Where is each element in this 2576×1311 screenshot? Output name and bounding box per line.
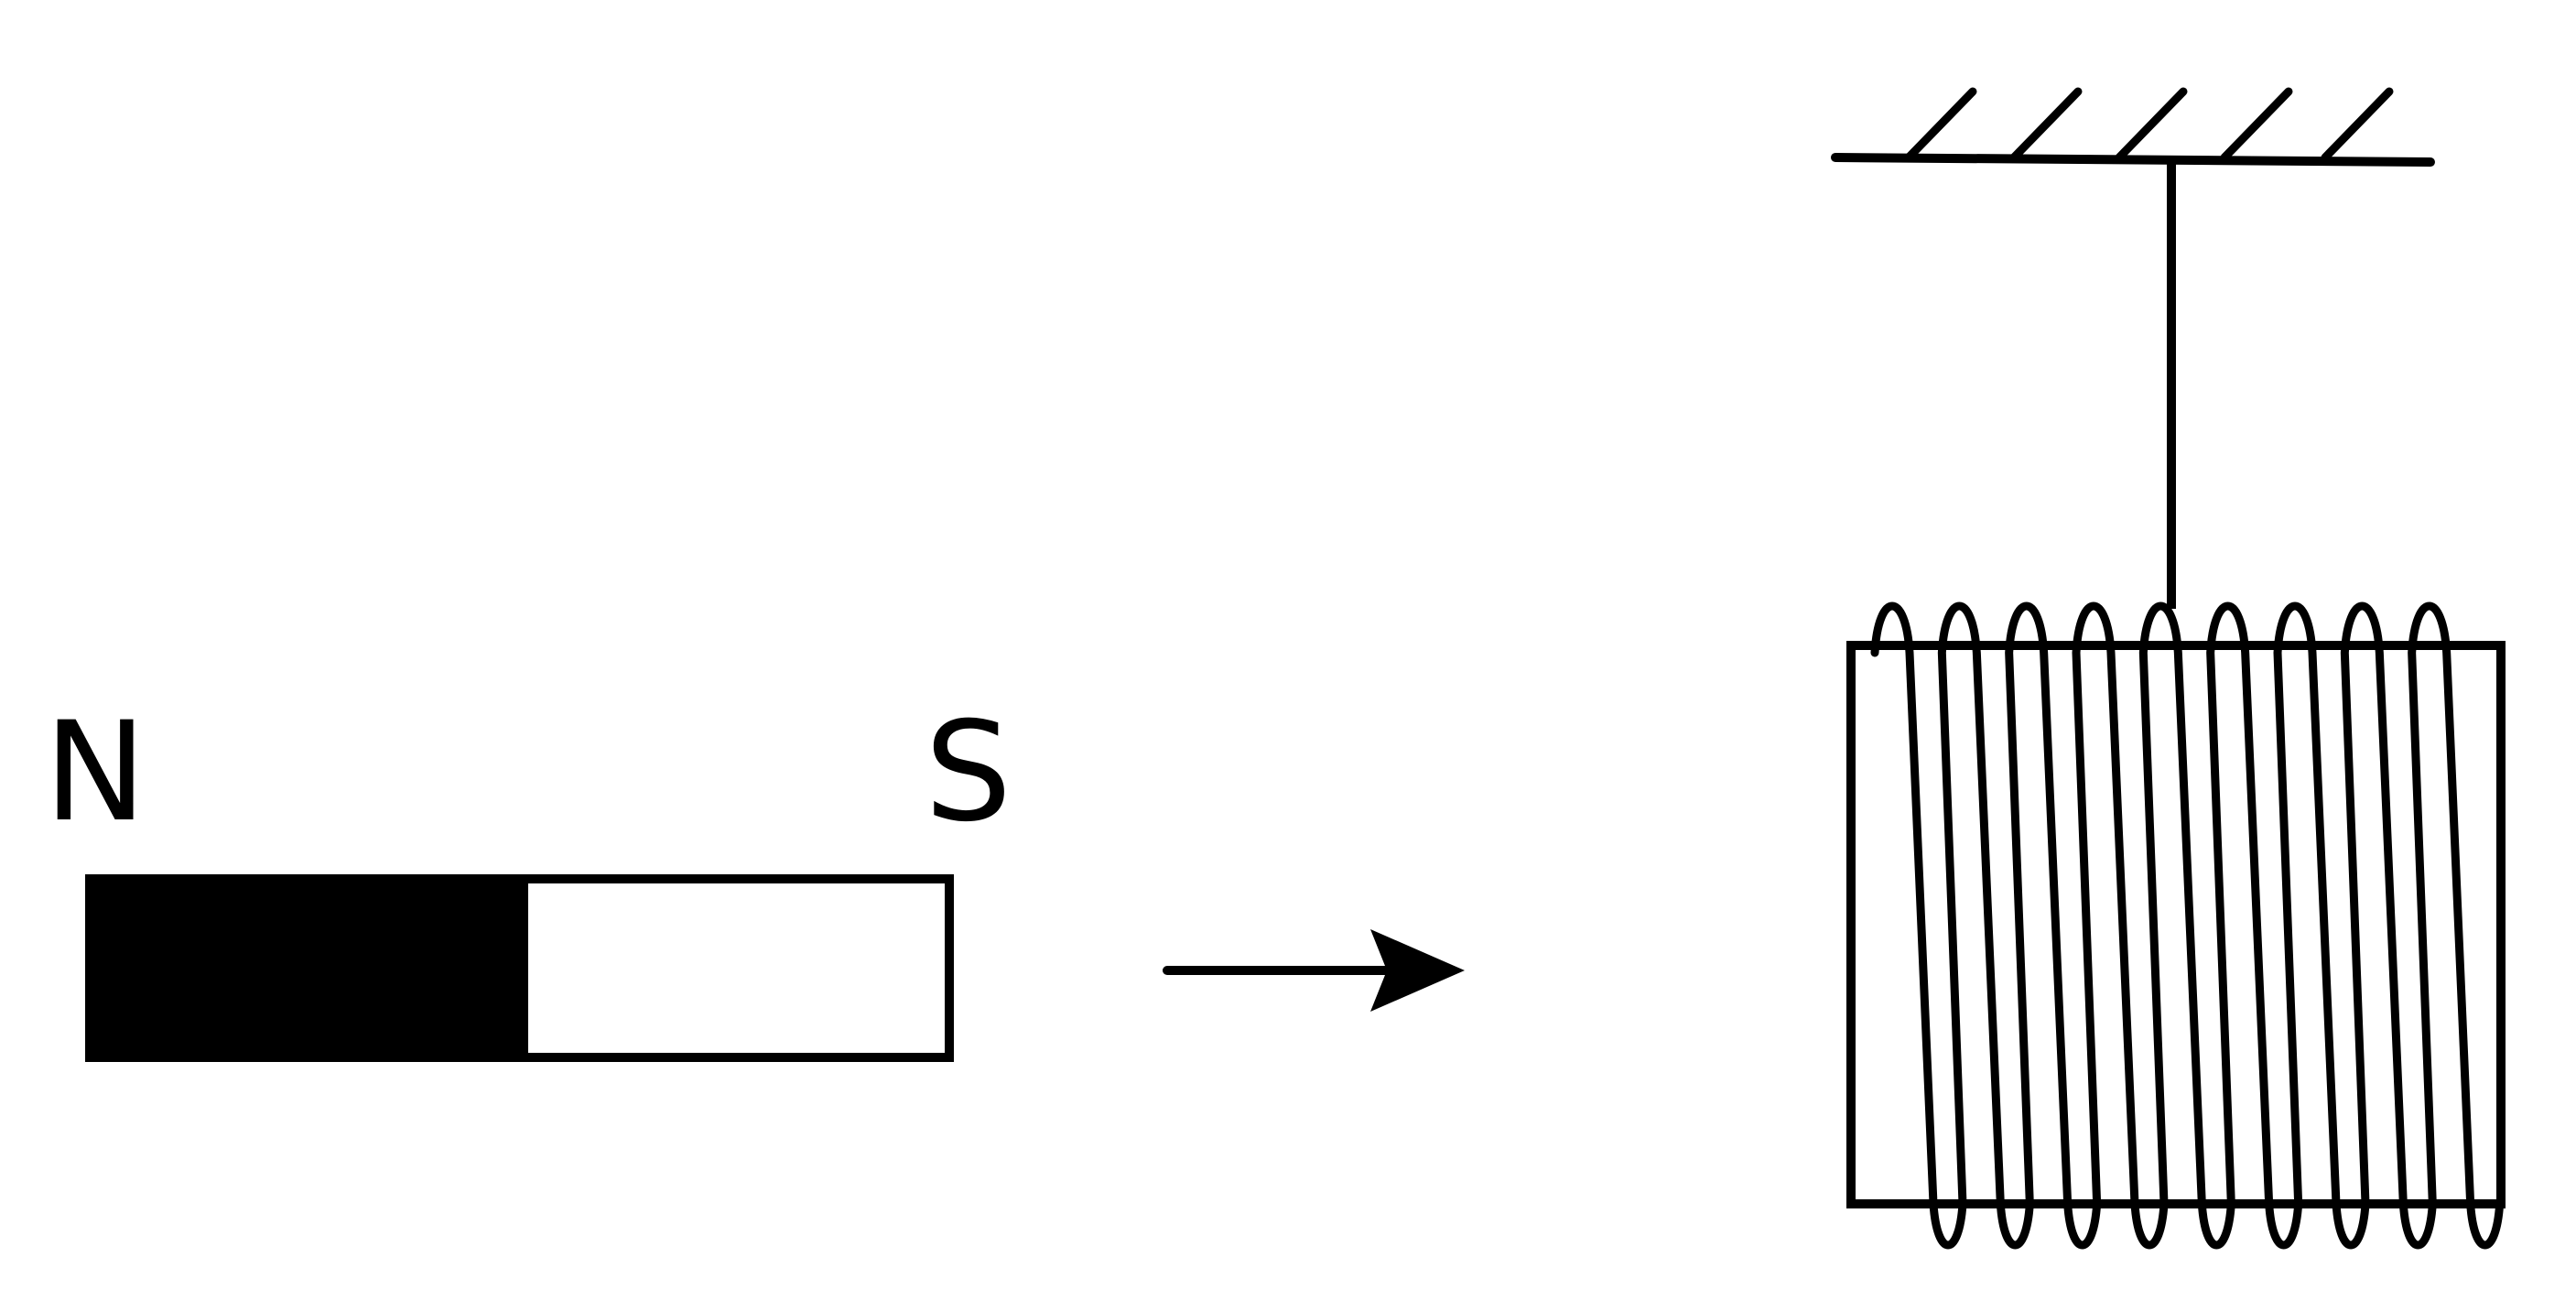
motion-arrow xyxy=(1163,929,1465,1012)
magnet-north-half xyxy=(85,874,528,1062)
ceiling-hatch xyxy=(2220,87,2293,162)
north-pole-label: N xyxy=(44,693,146,852)
magnet-south-half xyxy=(519,874,954,1062)
ceiling-hatch xyxy=(2115,87,2188,162)
ceiling-line xyxy=(1831,153,2435,167)
ceiling-hatch xyxy=(2321,87,2394,162)
motion-arrow-head xyxy=(1370,929,1465,1012)
ceiling-hatch xyxy=(2009,87,2083,162)
south-pole-label: S xyxy=(925,693,1012,852)
ceiling-support xyxy=(1831,87,2435,167)
magnet-outline xyxy=(85,874,954,1062)
ceiling-hatch xyxy=(1904,87,1977,162)
bar-magnet xyxy=(85,874,954,1062)
coil-winding-path xyxy=(1870,601,2505,1250)
coil-windings xyxy=(1870,601,2505,1250)
